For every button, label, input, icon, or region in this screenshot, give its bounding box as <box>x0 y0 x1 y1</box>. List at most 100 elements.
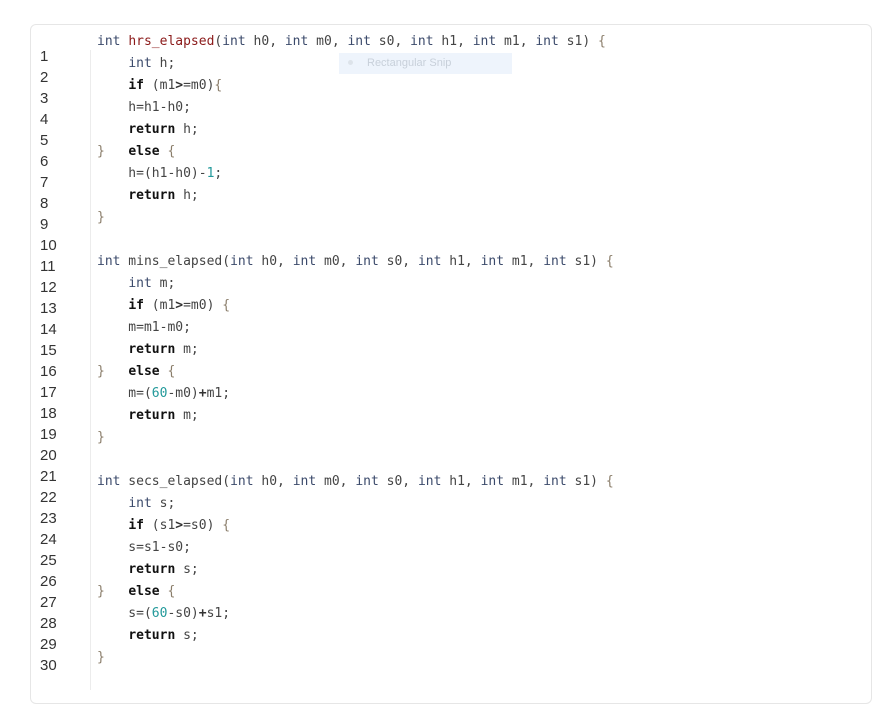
code-token: s0, <box>370 34 411 49</box>
line-number: 19 <box>40 426 57 444</box>
gutter-divider <box>90 50 91 690</box>
code-token <box>105 144 128 159</box>
code-line: if (s1>=s0) { <box>97 515 614 537</box>
code-token: s1) <box>558 34 598 49</box>
code-token: h=(h1-h0)- <box>97 166 207 181</box>
code-line: } <box>97 647 614 669</box>
code-token: int <box>355 254 379 269</box>
code-token: if <box>128 518 144 533</box>
code-block-card <box>30 24 872 704</box>
line-number: 8 <box>40 195 49 213</box>
line-number: 21 <box>40 468 57 486</box>
code-line: if (m1>=m0){ <box>97 75 614 97</box>
code-token: ( <box>214 34 223 49</box>
code-token: int <box>417 474 442 489</box>
code-token: > <box>175 298 184 313</box>
line-number: 4 <box>40 111 49 129</box>
code-token: 60 <box>151 606 168 621</box>
code-line: return h; <box>97 119 614 141</box>
code-token <box>97 276 128 291</box>
line-number: 20 <box>40 447 57 465</box>
code-token: int <box>410 34 434 49</box>
code-line: int mins_elapsed(int h0, int m0, int s0,… <box>97 251 614 273</box>
code-token: m0, <box>308 34 348 49</box>
code-token: int <box>230 474 254 489</box>
code-token: int <box>284 34 309 49</box>
code-token: =m0) <box>183 298 223 313</box>
code-token: int <box>480 254 505 269</box>
code-line: int hrs_elapsed(int h0, int m0, int s0, … <box>97 31 614 53</box>
code-line: int h; <box>97 53 614 75</box>
code-token <box>97 628 128 643</box>
code-line: s=(60-s0)+s1; <box>97 603 614 625</box>
code-token: int <box>347 34 371 49</box>
line-number: 25 <box>40 552 57 570</box>
code-token: } <box>97 584 105 599</box>
code-token: m0, <box>316 254 356 269</box>
code-line: } <box>97 207 614 229</box>
code-token: s=( <box>97 606 152 621</box>
code-token: return <box>128 342 176 357</box>
code-token: m1, <box>504 254 544 269</box>
code-token: { <box>167 144 176 159</box>
code-line: h=h1-h0; <box>97 97 614 119</box>
code-token <box>97 518 128 533</box>
code-token: s1) <box>566 474 606 489</box>
code-token: int <box>543 474 567 489</box>
code-token: { <box>222 298 231 313</box>
code-token: int <box>543 254 567 269</box>
code-token: mins_elapsed( <box>120 254 231 269</box>
line-number: 14 <box>40 321 57 339</box>
code-token: -m0) <box>167 386 199 401</box>
code-token: m; <box>175 342 199 357</box>
line-number: 10 <box>40 237 57 255</box>
line-number: 17 <box>40 384 57 402</box>
line-number: 1 <box>40 48 49 65</box>
code-token: 60 <box>151 386 168 401</box>
code-token: int <box>417 254 442 269</box>
line-number: 6 <box>40 153 49 171</box>
code-token: =s0) <box>183 518 223 533</box>
code-line: } <box>97 427 614 449</box>
code-token <box>105 364 128 379</box>
line-number: 28 <box>40 615 57 633</box>
code-token: int <box>128 496 152 511</box>
code-token: } <box>97 210 105 225</box>
code-token: int <box>222 34 246 49</box>
code-token: else <box>128 584 160 599</box>
code-line: int secs_elapsed(int h0, int m0, int s0,… <box>97 471 614 493</box>
code-token: { <box>605 474 614 489</box>
code-token: (m1 <box>143 78 176 93</box>
code-token: int <box>472 34 497 49</box>
line-number: 30 <box>40 657 57 675</box>
code-line <box>97 229 614 251</box>
line-number: 18 <box>40 405 57 423</box>
code-line: } else { <box>97 141 614 163</box>
code-token <box>105 584 128 599</box>
code-token: h=h1-h0; <box>97 100 191 115</box>
code-token: int <box>97 254 121 269</box>
code-token: int <box>480 474 505 489</box>
code-token: ; <box>214 166 223 181</box>
code-token <box>97 496 128 511</box>
code-line: m=m1-m0; <box>97 317 614 339</box>
code-token: } <box>97 364 105 379</box>
code-line: return s; <box>97 559 614 581</box>
line-number: 26 <box>40 573 57 591</box>
code-token: + <box>198 386 207 401</box>
code-token <box>97 342 128 357</box>
code-token: m=( <box>97 386 152 401</box>
code-token: s0, <box>378 474 418 489</box>
code-token: h0, <box>253 254 293 269</box>
code-token: m1, <box>496 34 536 49</box>
code-token: s; <box>175 562 199 577</box>
code-line: return m; <box>97 339 614 361</box>
code-token: > <box>175 518 184 533</box>
code-token: h1, <box>441 254 481 269</box>
code-token: hrs_elapsed <box>128 34 215 49</box>
code-line: return h; <box>97 185 614 207</box>
code-token: h1, <box>433 34 473 49</box>
code-token: h; <box>175 188 199 203</box>
code-token: int <box>535 34 559 49</box>
code-token: int <box>355 474 379 489</box>
